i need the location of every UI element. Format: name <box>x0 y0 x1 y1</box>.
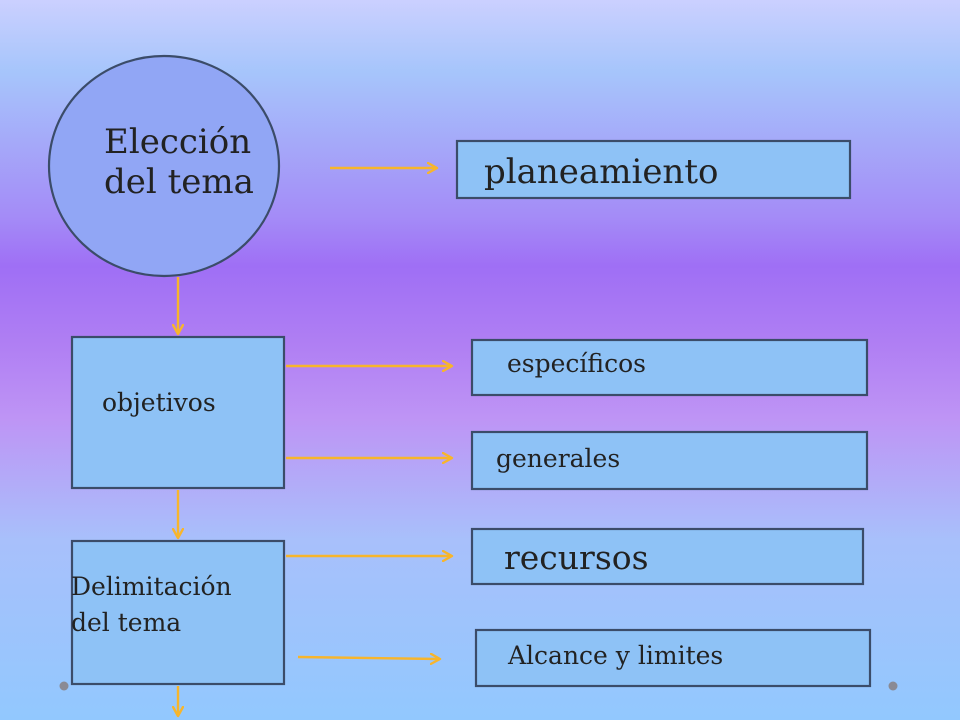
node-delimitacion-box <box>70 539 286 686</box>
node-eleccion-circle <box>47 54 281 278</box>
node-generales-label: generales <box>496 444 621 473</box>
node-eleccion-line2: del tema <box>104 162 254 203</box>
node-delimitacion-line2: del tema <box>71 608 182 638</box>
node-eleccion-line1: Elección <box>104 122 252 162</box>
node-objetivos-label: objetivos <box>102 388 216 417</box>
node-generales-box <box>470 430 869 491</box>
node-alcance-label: Alcance y limites <box>508 641 724 670</box>
node-alcance-box <box>474 628 872 688</box>
decorative-dot-left <box>59 681 69 691</box>
node-especificos-label: específicos <box>507 349 646 378</box>
node-recursos-label: recursos <box>504 538 649 577</box>
node-delimitacion-line1: Delimitación <box>71 572 232 601</box>
node-objetivos-box <box>70 335 286 490</box>
node-planeamiento-box <box>455 139 852 200</box>
node-especificos-box <box>470 338 869 397</box>
node-delimitacion-label: Delimitación del tema <box>71 569 232 642</box>
node-eleccion-label: Elección del tema <box>104 122 254 202</box>
decorative-dot-right <box>888 681 898 691</box>
arrow-delimitacion-to-alcance <box>297 657 440 659</box>
node-planeamiento-label: planeamiento <box>484 152 719 192</box>
node-recursos-box <box>470 527 865 586</box>
